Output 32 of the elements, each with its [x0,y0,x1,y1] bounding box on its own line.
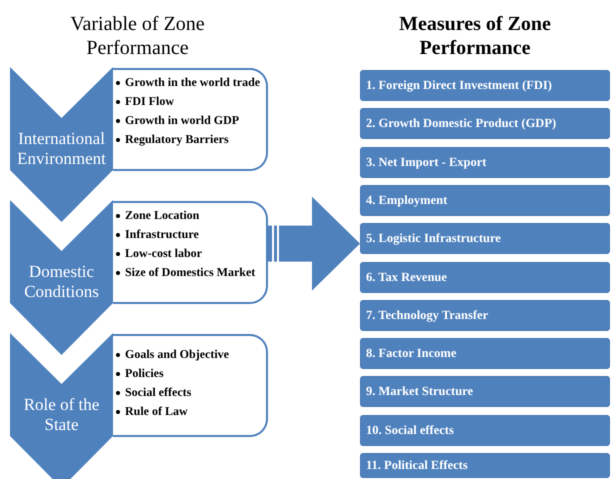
measure-bar: 2. Growth Domestic Product (GDP) [360,108,610,140]
measure-bar: 5. Logistic Infrastructure [360,223,610,254]
bullet-item: Size of Domestics Market [125,266,256,279]
bullet-item: Infrastructure [125,228,200,241]
measure-bar: 1. Foreign Direct Investment (FDI) [360,70,610,101]
heading: Measures of Zone Performance [398,12,552,60]
block-arrow [268,196,360,291]
measure-bar: 11. Political Effects [360,453,610,478]
measure-bar: 6. Tax Revenue [360,262,610,292]
heading: Variable of Zone Performance [69,12,206,60]
bullet-item: Policies [125,367,165,380]
bullet-panel [113,68,268,171]
chevron-label: Role of the State [22,395,100,435]
measure-bar: 7. Technology Transfer [360,300,610,331]
measure-bar: 4. Employment [360,184,610,216]
bullet-item: Regulatory Barriers [125,133,230,146]
bullet-item: Social effects [125,386,192,399]
chevron-label: International Environment [16,129,107,169]
bullet-item: Rule of Law [125,405,189,418]
bullet-item: Low-cost labor [125,247,203,260]
measure-bar: 9. Market Structure [360,376,610,408]
measure-bar: 8. Factor Income [360,338,610,370]
bullet-panel [113,334,268,437]
measure-bar: 3. Net Import - Export [360,146,610,178]
bullet-item: Growth in the world trade [125,76,262,89]
chevron-label: Domestic Conditions [23,262,100,302]
bullet-item: Goals and Objective [125,348,230,361]
bullet-item: Zone Location [125,209,200,222]
bullet-item: FDI Flow [125,95,175,108]
bullet-panel [113,201,268,304]
bullet-item: Growth in world GDP [125,114,240,127]
measure-bar: 10. Social effects [360,414,610,446]
